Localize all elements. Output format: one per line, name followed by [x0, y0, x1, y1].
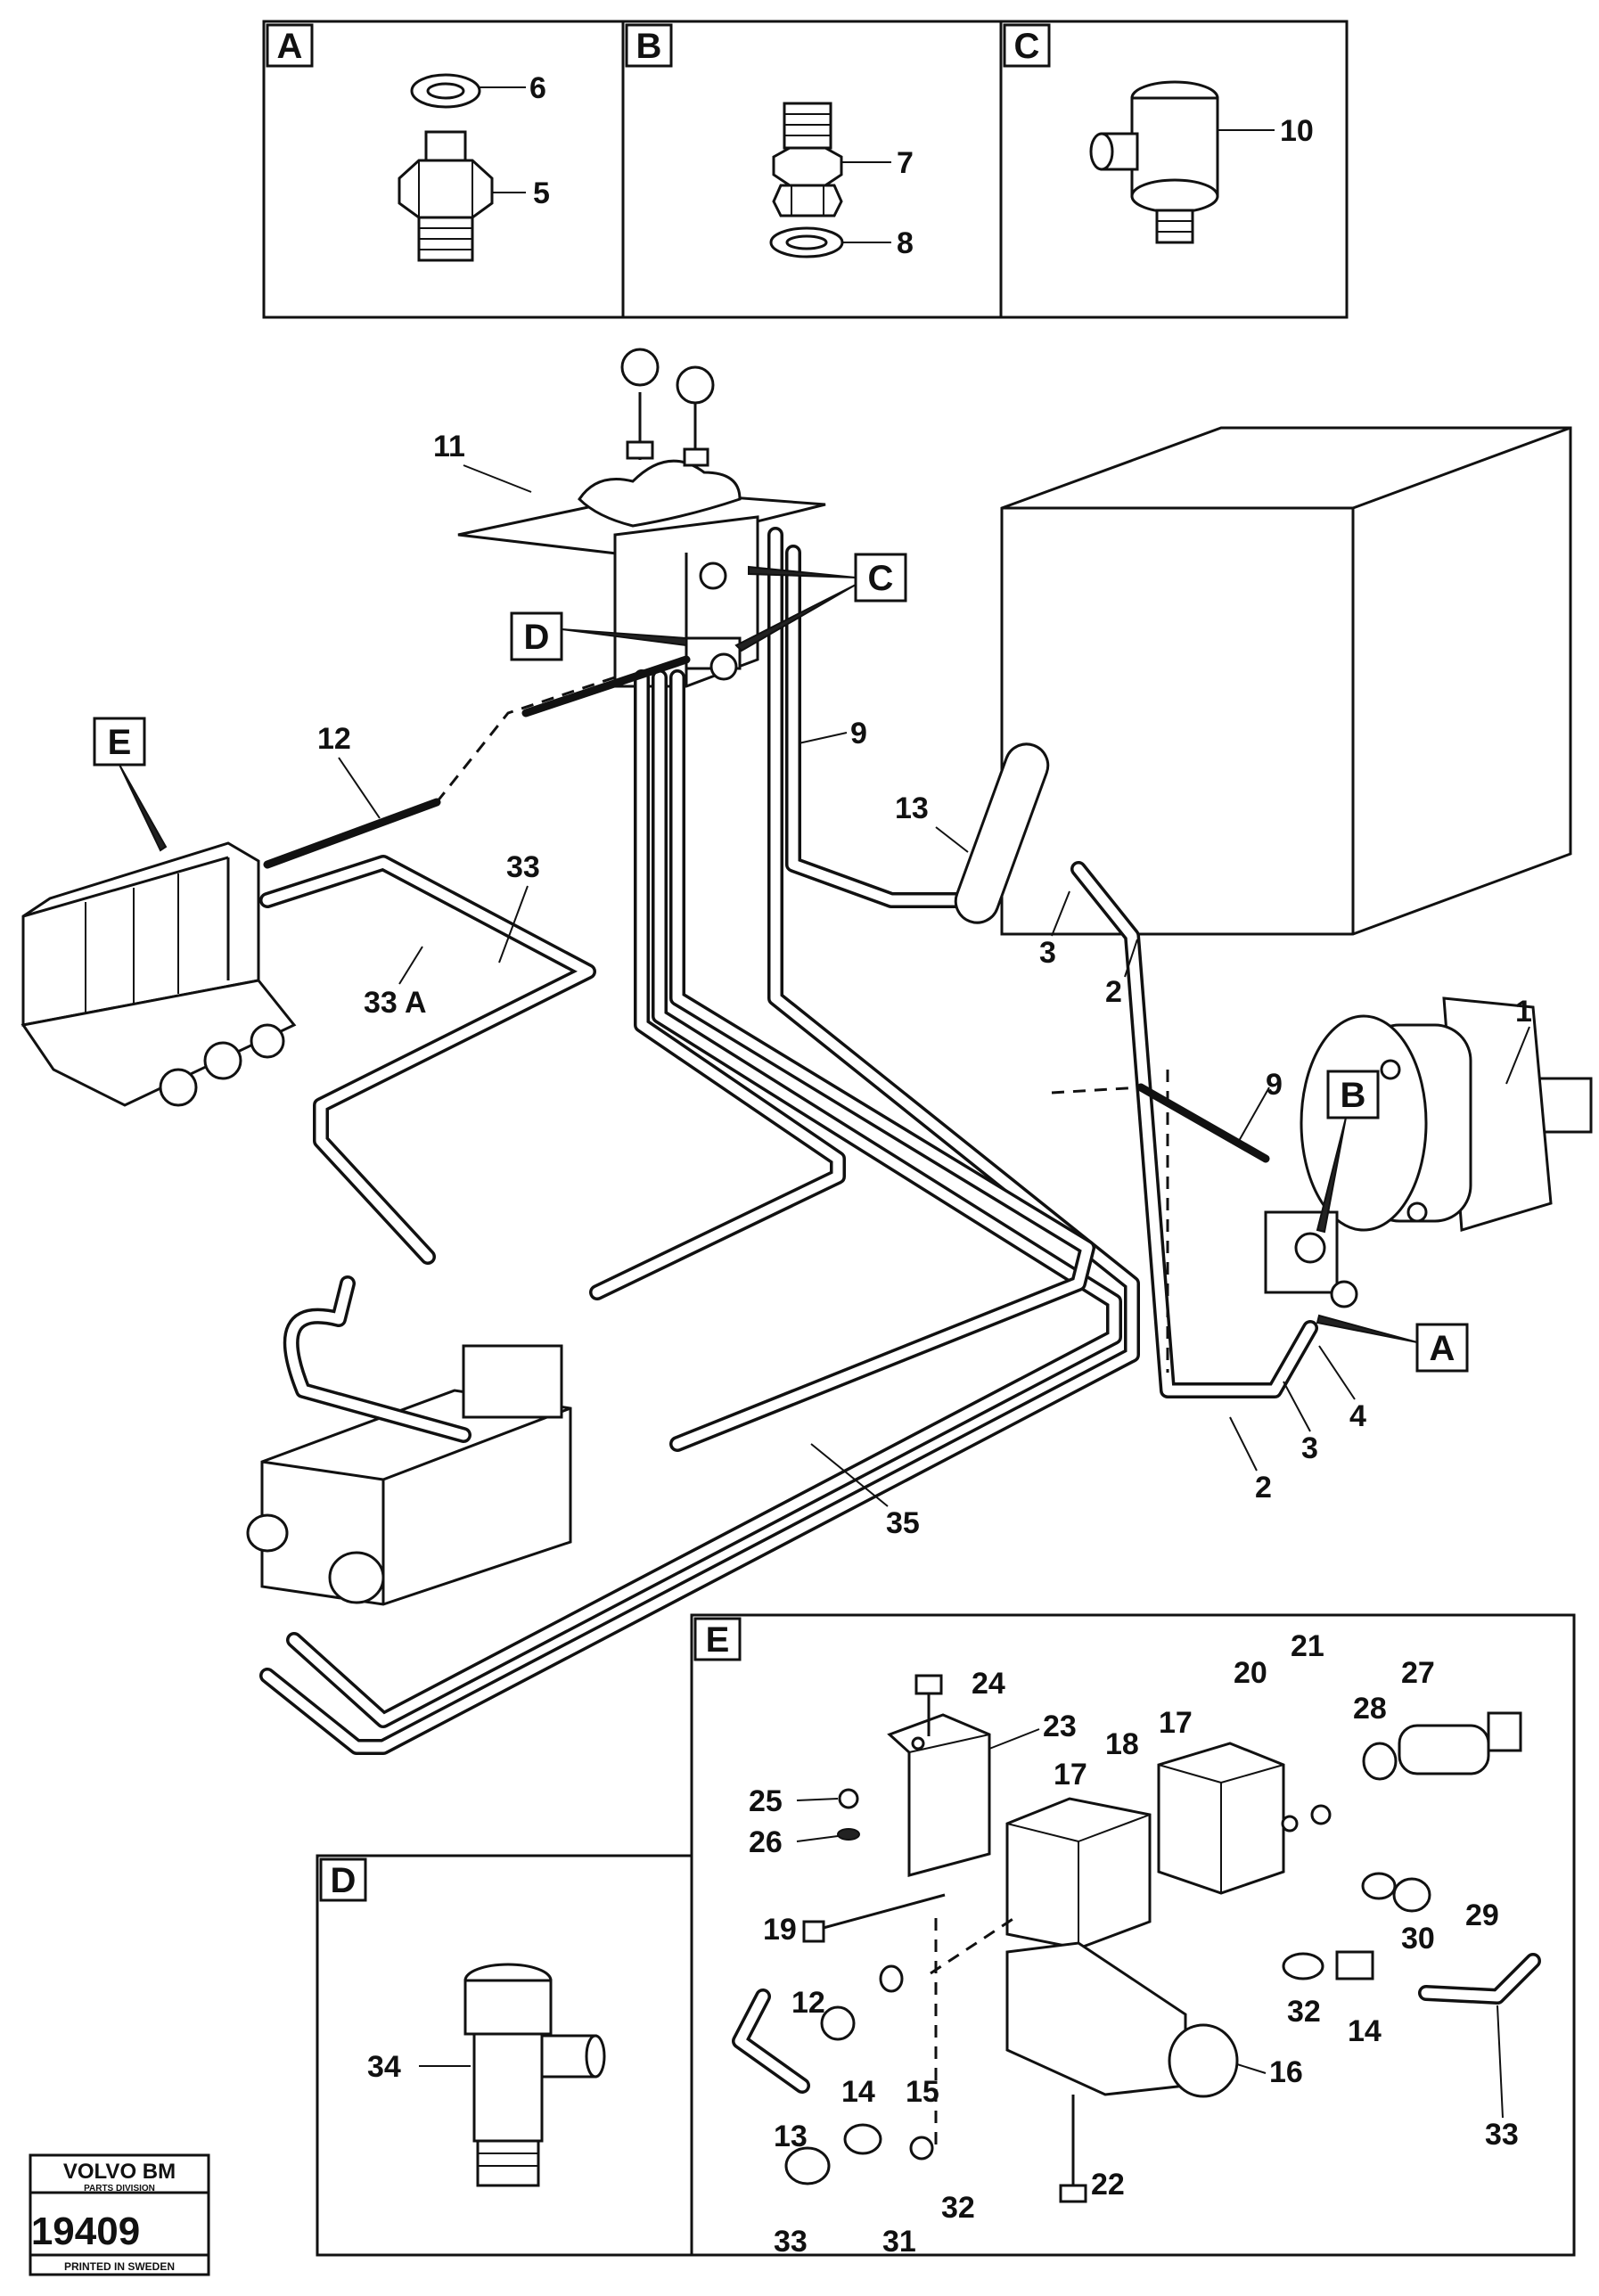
pointer-a: A	[1316, 1314, 1469, 1373]
lever-knob-left	[620, 348, 660, 387]
stamp-division: PARTS DIVISION	[84, 2184, 155, 2194]
callout-33: 33	[506, 850, 540, 884]
callout-5: 5	[533, 176, 550, 210]
callout-10: 10	[1280, 114, 1314, 148]
callout-14a: 14	[841, 2075, 875, 2109]
callout-2b: 2	[1255, 1471, 1272, 1505]
pointer-d: D	[510, 611, 687, 661]
detail-panel-d: D 34	[316, 1854, 693, 2257]
tee-34	[463, 1963, 606, 2187]
callout-15: 15	[906, 2075, 939, 2109]
detail-panel-a: A 6 5	[262, 20, 625, 319]
callout-34: 34	[367, 2050, 401, 2084]
callout-24: 24	[972, 1667, 1005, 1701]
callout-6: 6	[529, 71, 546, 105]
callout-14b: 14	[1348, 2014, 1382, 2048]
callout-35: 35	[886, 1506, 920, 1540]
callout-31: 31	[882, 2225, 916, 2259]
bracket-23	[887, 1713, 991, 1877]
main-callouts: 1 2 2 3 3 4 9 9 11 12 13 33 33 A 35	[317, 430, 1532, 1540]
nipple-7	[772, 102, 843, 217]
callout-32b: 32	[1287, 1995, 1321, 2029]
svg-text:E: E	[108, 723, 132, 762]
hydraulic-tank	[1000, 426, 1572, 936]
callout-28: 28	[1353, 1692, 1387, 1726]
callout-30: 30	[1401, 1922, 1435, 1956]
callout-1: 1	[1515, 995, 1532, 1029]
callout-12e: 12	[791, 1986, 825, 2020]
pointer-e: E	[93, 717, 168, 852]
callout-25: 25	[749, 1784, 783, 1818]
detail-panel-c: C 10	[999, 20, 1349, 319]
callout-21: 21	[1291, 1629, 1324, 1663]
stamp-number: 19409	[31, 2210, 140, 2253]
callout-7: 7	[897, 146, 914, 180]
svg-text:B: B	[1341, 1076, 1366, 1115]
callout-16: 16	[1269, 2055, 1303, 2089]
callout-20: 20	[1234, 1656, 1267, 1690]
callout-8: 8	[897, 226, 914, 260]
svg-text:D: D	[524, 618, 550, 657]
lever-knob-right	[676, 365, 715, 405]
nipple-5	[398, 130, 494, 262]
callout-29: 29	[1465, 1898, 1499, 1932]
detail-label-a: A	[277, 27, 303, 66]
washer-8	[769, 226, 844, 258]
washer-6	[410, 73, 481, 109]
callout-33b: 33	[774, 2225, 808, 2259]
callout-33c: 33	[1485, 2118, 1519, 2152]
detail-panel-e: E	[690, 1613, 1576, 2259]
callout-17a: 17	[1054, 1758, 1087, 1792]
valve-block-e	[20, 841, 297, 1107]
detail-label-d: D	[331, 1861, 357, 1900]
callout-26: 26	[749, 1825, 783, 1859]
callout-33a: 33 A	[364, 986, 427, 1020]
callout-13a: 13	[895, 791, 929, 825]
callout-17b: 17	[1159, 1706, 1193, 1740]
callout-22: 22	[1091, 2168, 1125, 2202]
detail-label-e: E	[706, 1620, 730, 1660]
svg-text:C: C	[868, 559, 894, 598]
callout-3a: 3	[1039, 936, 1056, 970]
callout-4: 4	[1349, 1399, 1366, 1433]
restrictor-10	[1089, 80, 1219, 244]
callout-3b: 3	[1301, 1431, 1318, 1465]
control-valve-11	[457, 348, 826, 688]
pointer-c: C	[734, 553, 907, 652]
callout-13e: 13	[774, 2120, 808, 2153]
callout-11: 11	[433, 430, 465, 463]
pipe-network	[259, 527, 1318, 1755]
callout-9a: 9	[850, 717, 867, 750]
detail-label-b: B	[636, 27, 662, 66]
pump-1	[1264, 996, 1593, 1308]
pointer-b: B	[1316, 1070, 1380, 1234]
callout-12: 12	[317, 722, 351, 756]
callout-19: 19	[763, 1913, 797, 1947]
solenoid-16	[1005, 1941, 1187, 2096]
volvo-bm-stamp: VOLVO BM PARTS DIVISION 19409 PRINTED IN…	[29, 2153, 210, 2276]
callout-23: 23	[1043, 1710, 1077, 1743]
stamp-printed: PRINTED IN SWEDEN	[64, 2260, 175, 2273]
stamp-brand: VOLVO BM	[63, 2160, 176, 2184]
detail-panel-b: B 7 8	[621, 20, 1003, 319]
lower-valve-block	[246, 1344, 572, 1606]
detail-label-c: C	[1014, 27, 1040, 66]
callout-2a: 2	[1105, 975, 1122, 1009]
callout-32a: 32	[941, 2191, 975, 2225]
svg-text:A: A	[1430, 1329, 1456, 1368]
callout-18: 18	[1105, 1727, 1139, 1761]
callout-27: 27	[1401, 1656, 1435, 1690]
callout-9b: 9	[1266, 1068, 1283, 1102]
